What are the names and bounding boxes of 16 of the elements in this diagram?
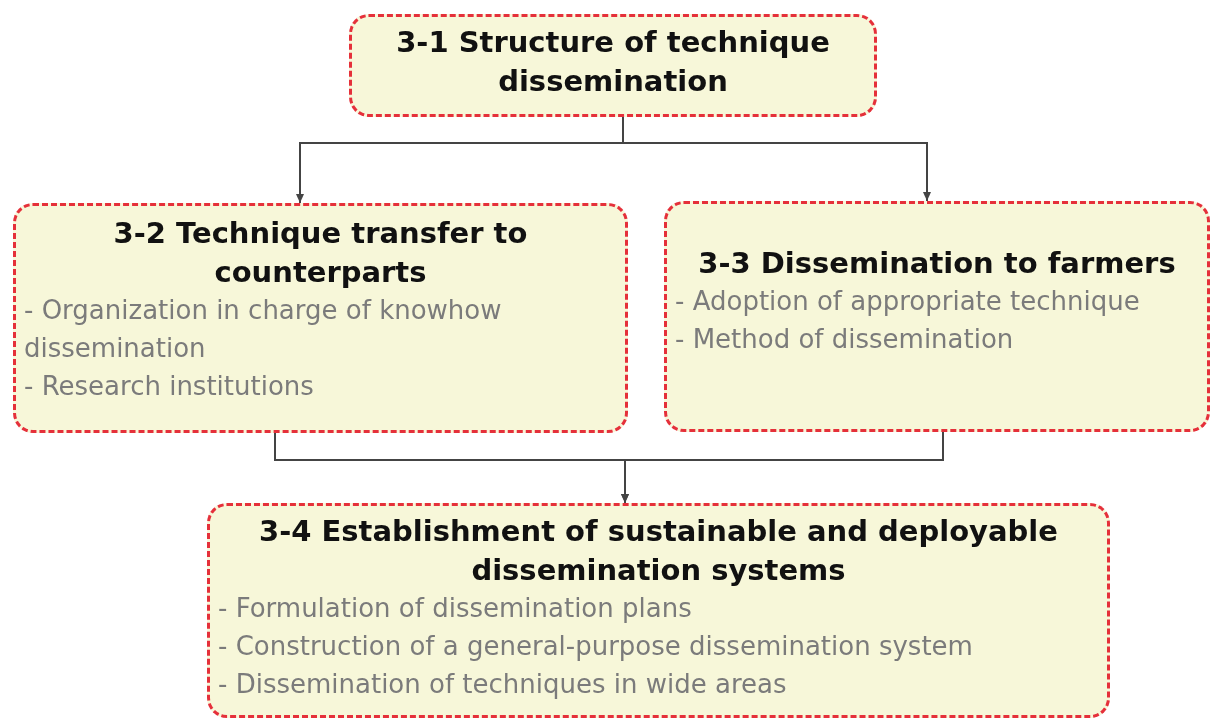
bullet-item: - Adoption of appropriate technique: [675, 285, 1141, 319]
process-box: [664, 201, 1210, 432]
process-box: [13, 203, 628, 433]
bullet-item: - Construction of a general-purpose dissemination system: [218, 629, 974, 663]
bullet-item: - Formulation of dissemination plans: [218, 592, 693, 626]
bullet-item: - Method of dissemination: [675, 322, 1015, 356]
process-box: [349, 14, 877, 117]
box-title: 3-2 Technique transfer to counterparts: [112, 215, 529, 292]
connector-arrow: [621, 431, 944, 504]
bullet-item: - Dissemination of techniques in wide areas: [218, 667, 788, 701]
process-box: [207, 503, 1110, 718]
box-title: 3-1 Structure of technique dissemination: [395, 24, 831, 101]
bullet-item: - Organization in charge of knowhow dissemination: [24, 294, 503, 365]
box-title: 3-4 Establishment of sustainable and deployable dissemination systems: [258, 513, 1059, 590]
bullet-item: - Research institutions: [24, 369, 315, 403]
box-title: 3-3 Dissemination to farmers: [697, 245, 1177, 282]
